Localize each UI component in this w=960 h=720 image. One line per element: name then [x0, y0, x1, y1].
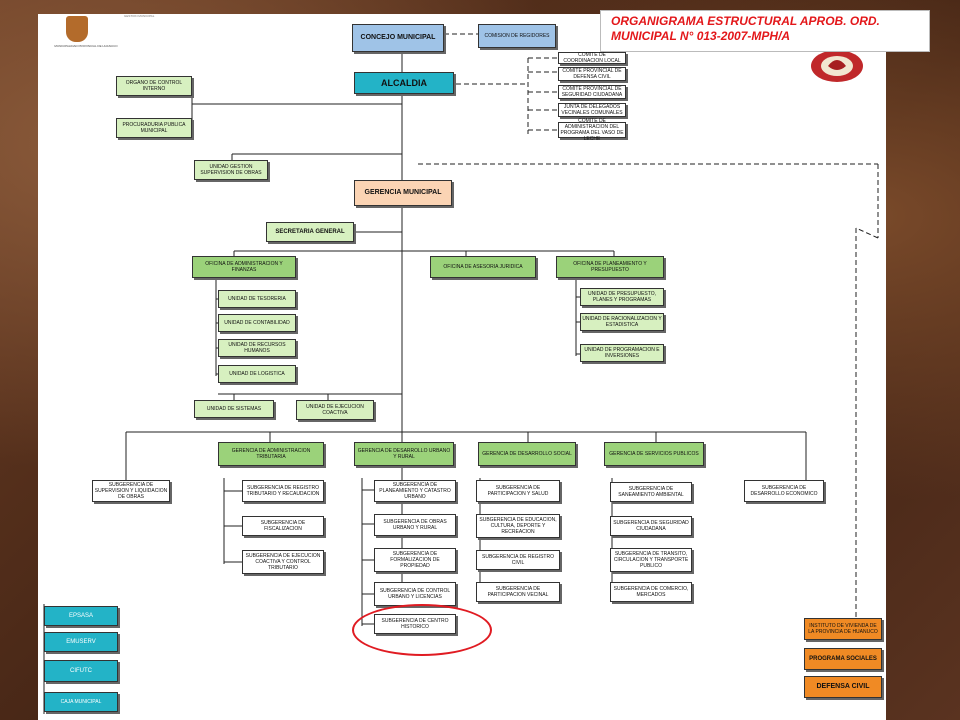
subgerencia-box: SUBGERENCIA DE FISCALIZACION [242, 516, 324, 536]
subgerencia-box: SUBGERENCIA DE COMERCIO, MERCADOS [610, 582, 692, 602]
left-subgerencia-box: SUBGERENCIA DE SUPERVISION Y LIQUIDACION… [92, 480, 170, 502]
connector-lines [43, 33, 879, 714]
title-line-2: MUNICIPAL N° 013-2007-MPH/A [611, 29, 791, 43]
org-chart-sheet: MUNICIPALIDAD PROVINCIAL DE HUANUCO GEST… [38, 14, 886, 720]
subgerencia-box: SUBGERENCIA DE TRANSITO, CIRCULACION Y T… [610, 548, 692, 572]
alcaldia-box: ALCALDIA [354, 72, 454, 94]
entity-box: CIFUTC [44, 660, 118, 682]
plan-unit-box: UNIDAD DE RACIONALIZACION Y ESTADISTICA [580, 313, 664, 331]
subgerencia-box: SUBGERENCIA DE PARTICIPACION Y SALUD [476, 480, 560, 502]
entity-box: EPSASA [44, 606, 118, 626]
office-asesoria-box: OFICINA DE ASESORIA JURIDICA [430, 256, 536, 278]
entity-box: DEFENSA CIVIL [804, 676, 882, 698]
gerencia-municipal-box: GERENCIA MUNICIPAL [354, 180, 452, 206]
comision-box: COMISION DE REGIDORES [478, 24, 556, 48]
admin-unit-box: UNIDAD DE LOGISTICA [218, 365, 296, 383]
other-unit-box: UNIDAD DE EJECUCION COACTIVA [296, 400, 374, 420]
subgerencia-box: SUBGERENCIA DE EDUCACION, CULTURA, DEPOR… [476, 514, 560, 538]
plan-unit-box: UNIDAD DE PROGRAMACION E INVERSIONES [580, 344, 664, 362]
admin-unit-box: UNIDAD DE CONTABILIDAD [218, 314, 296, 332]
gerencia-box: GERENCIA DE DESARROLLO SOCIAL [478, 442, 576, 466]
subgerencia-box: SUBGERENCIA DE SEGURIDAD CIUDADANA [610, 516, 692, 536]
subgerencia-box: SUBGERENCIA DE SANEAMIENTO AMBIENTAL [610, 482, 692, 502]
subgerencia-box: SUBGERENCIA DE REGISTRO CIVIL [476, 550, 560, 570]
entity-box: PROGRAMA SOCIALES [804, 648, 882, 670]
procuraduria-box: PROCURADURIA PUBLICA MUNICIPAL [116, 118, 192, 138]
gerencia-box: GERENCIA DE ADMINISTRACION TRIBUTARIA [218, 442, 324, 466]
office-admin-box: OFICINA DE ADMINISTRACION Y FINANZAS [192, 256, 296, 278]
committee-box: COMITE DE ADMINISTRACION DEL PROGRAMA DE… [558, 118, 626, 142]
control-interno-box: ORGANO DE CONTROL INTERNO [116, 76, 192, 96]
office-planeamiento-box: OFICINA DE PLANEAMIENTO Y PRESUPUESTO [556, 256, 664, 278]
gerencia-box: GERENCIA DE SERVICIOS PUBLICOS [604, 442, 704, 466]
subgerencia-box: SUBGERENCIA DE EJECUCION COACTIVA Y CONT… [242, 550, 324, 574]
gerencia-box: GERENCIA DE DESARROLLO URBANO Y RURAL [354, 442, 454, 466]
seal-icon [811, 50, 863, 82]
committee-box: COMITE PROVINCIAL DE DEFENSA CIVIL [558, 67, 626, 81]
admin-unit-box: UNIDAD DE TESORERIA [218, 290, 296, 308]
subgerencia-box: SUBGERENCIA DE CONTROL URBANO Y LICENCIA… [374, 582, 456, 606]
secretaria-general-box: SECRETARIA GENERAL [266, 222, 354, 242]
subgerencia-box: SUBGERENCIA DE OBRAS URBANO Y RURAL [374, 514, 456, 536]
subgerencia-box: SUBGERENCIA DE PLANEAMIENTO Y CATASTRO U… [374, 480, 456, 502]
entity-box: CAJA MUNICIPAL [44, 692, 118, 712]
logo-caption: MUNICIPALIDAD PROVINCIAL DE HUANUCO [54, 44, 118, 48]
other-unit-box: UNIDAD DE SISTEMAS [194, 400, 274, 418]
subgerencia-box: SUBGERENCIA DE REGISTRO TRIBUTARIO Y REC… [242, 480, 324, 502]
subgerencia-box: SUBGERENCIA DE FORMALIZACION DE PROPIEDA… [374, 548, 456, 572]
committee-box: COMITE DE COORDINACION LOCAL [558, 52, 626, 64]
plan-unit-box: UNIDAD DE PRESUPUESTO, PLANES Y PROGRAMA… [580, 288, 664, 306]
entity-box: INSTITUTO DE VIVIENDA DE LA PROVINCIA DE… [804, 618, 882, 640]
concejo-municipal-box: CONCEJO MUNICIPAL [352, 24, 444, 52]
gestion-box: UNIDAD GESTION SUPERVISION DE OBRAS [194, 160, 268, 180]
title-box: ORGANIGRAMA ESTRUCTURAL APROB. ORD. MUNI… [600, 10, 930, 52]
right-subgerencia-box: SUBGERENCIA DE DESARROLLO ECONOMICO [744, 480, 824, 502]
header-subtitle: GESTION MUNICIPAL [124, 14, 155, 18]
municipal-logo [66, 16, 88, 42]
committee-box: COMITE PROVINCIAL DE SEGURIDAD CIUDADANA [558, 85, 626, 99]
admin-unit-box: UNIDAD DE RECURSOS HUMANOS [218, 339, 296, 357]
highlight-circle [352, 604, 492, 656]
title-line-1: ORGANIGRAMA ESTRUCTURAL APROB. ORD. [611, 14, 880, 28]
committee-box: JUNTA DE DELEGADOS VECINALES COMUNALES [558, 103, 626, 117]
subgerencia-box: SUBGERENCIA DE PARTICIPACION VECINAL [476, 582, 560, 602]
entity-box: EMUSERV [44, 632, 118, 652]
